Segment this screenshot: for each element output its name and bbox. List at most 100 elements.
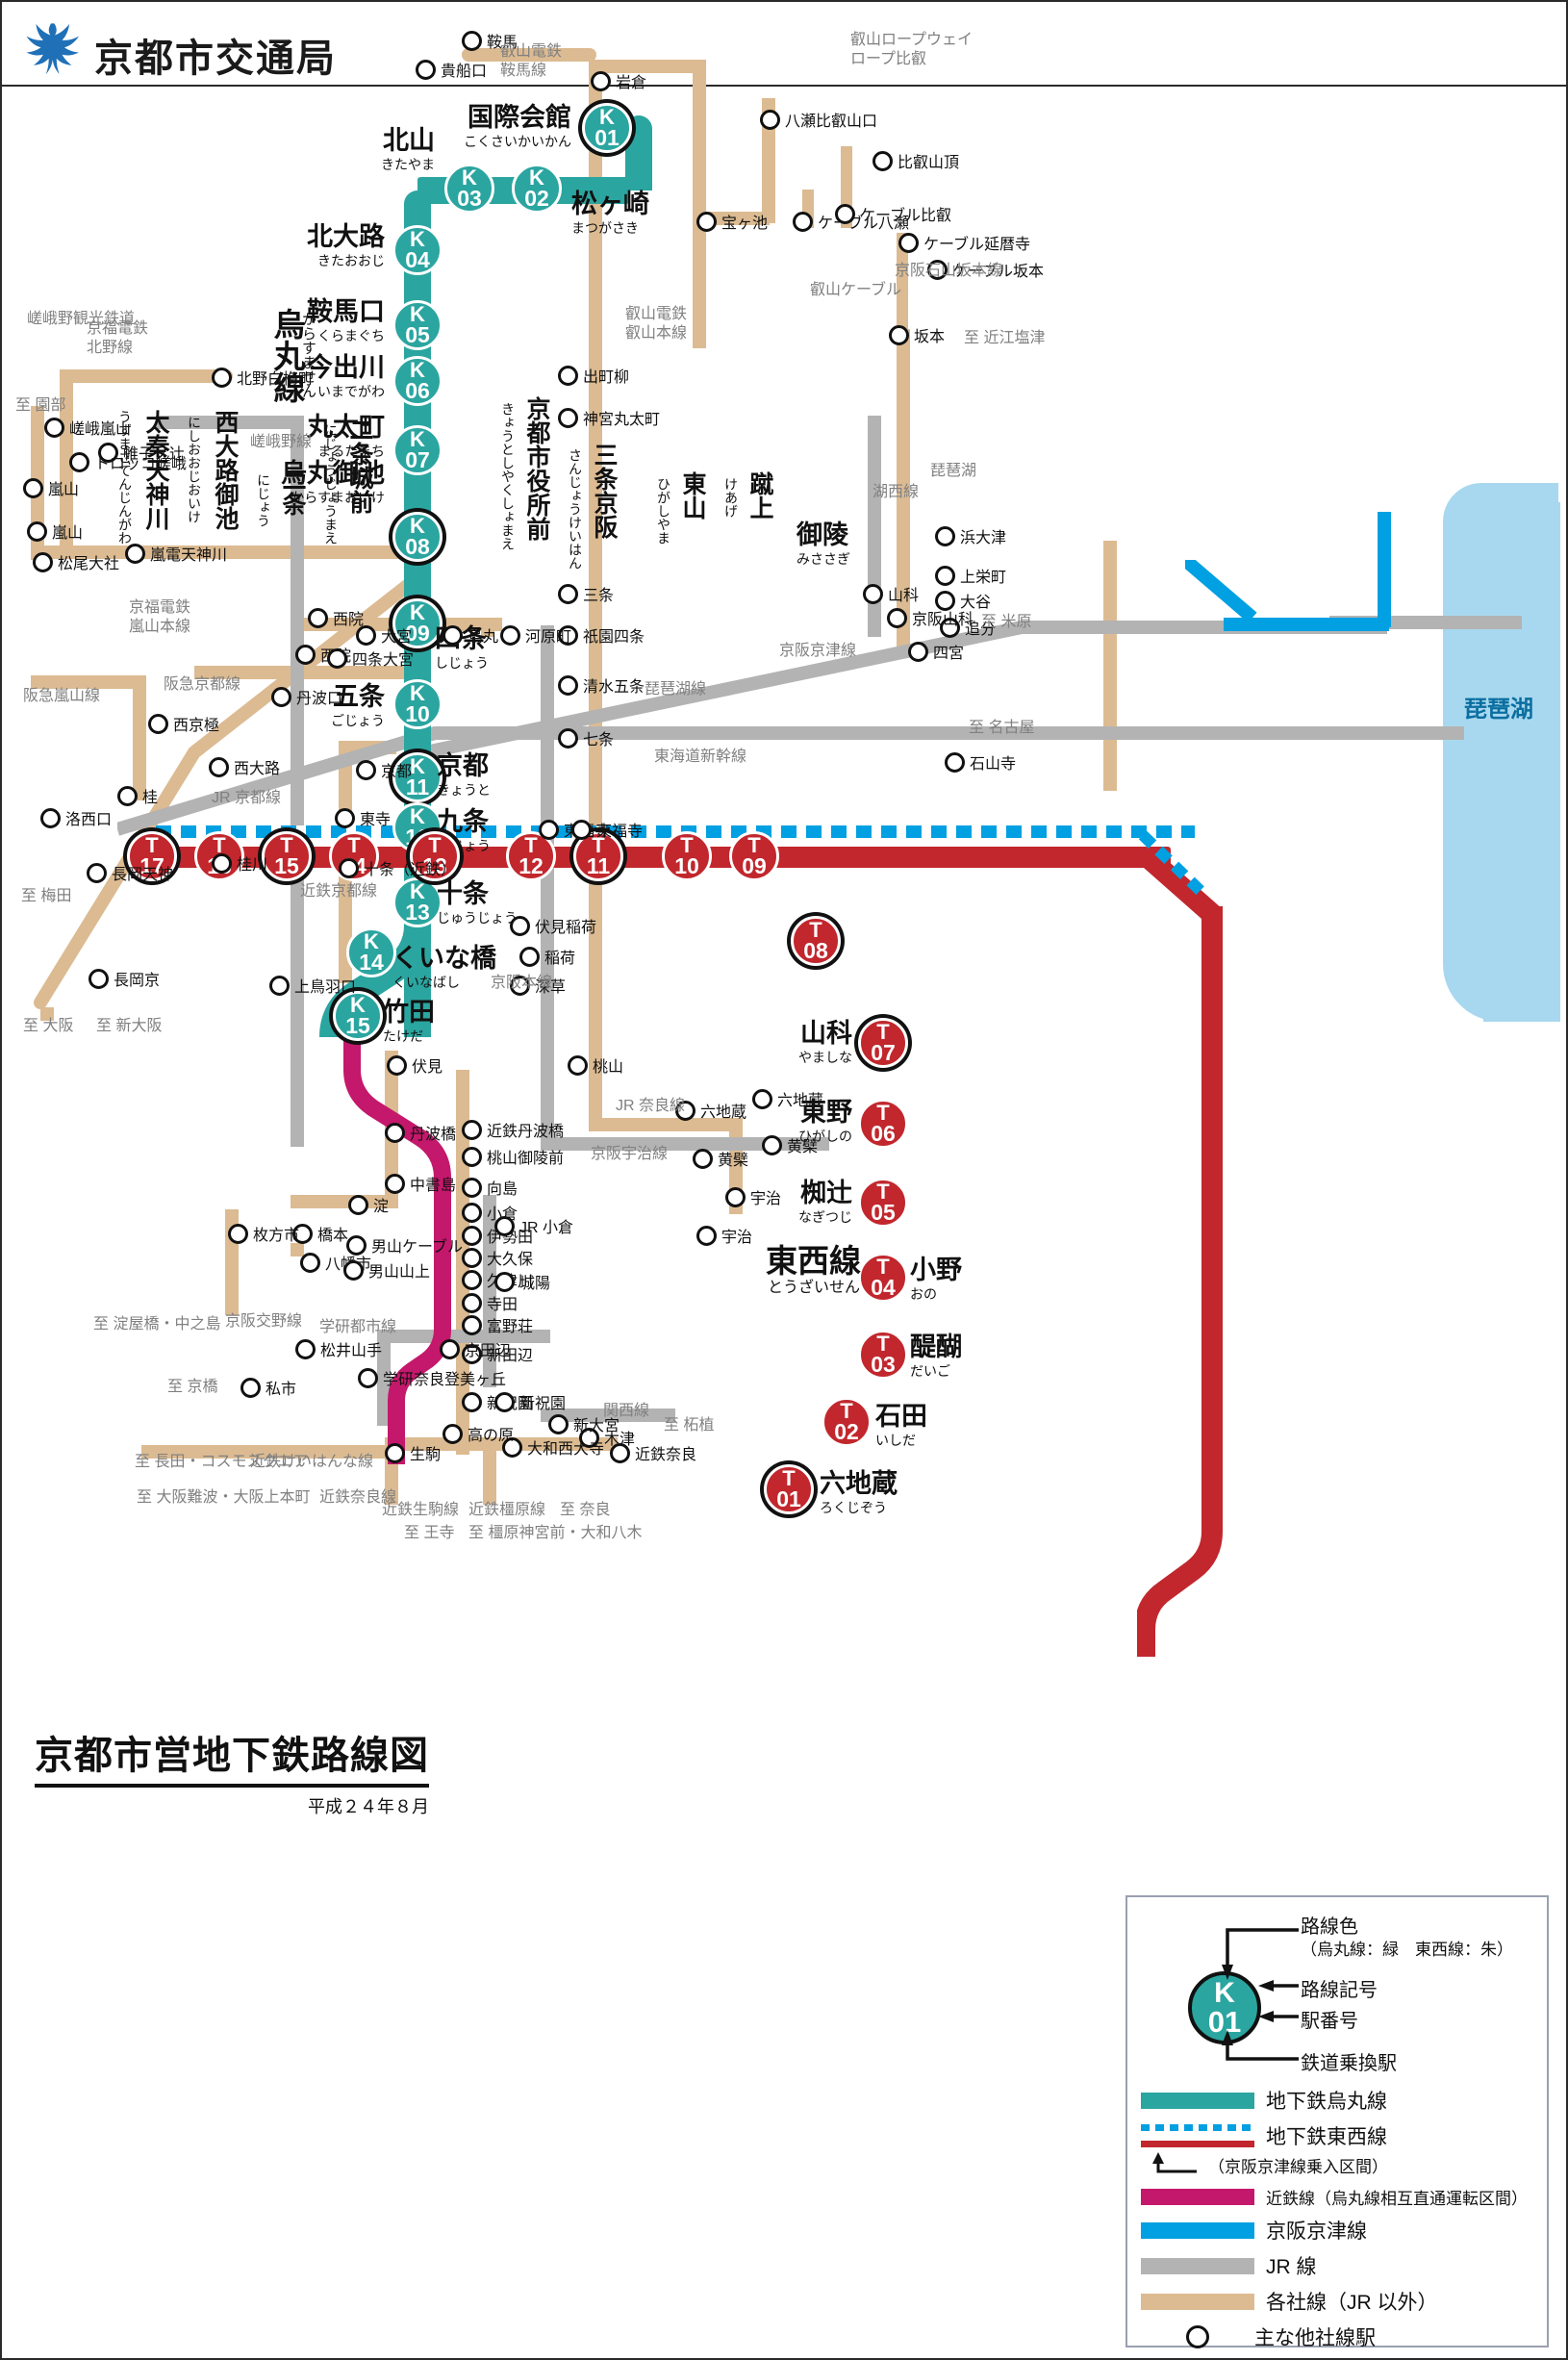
station-marker-T01[interactable]: T 01 bbox=[764, 1464, 814, 1514]
other-company-station-marker[interactable] bbox=[558, 728, 578, 749]
other-company-station-marker[interactable] bbox=[87, 863, 107, 883]
other-company-station-marker[interactable] bbox=[356, 760, 376, 780]
other-company-station-marker[interactable] bbox=[502, 1437, 522, 1458]
other-company-station-marker[interactable] bbox=[125, 544, 145, 564]
station-marker-K04[interactable]: K 04 bbox=[392, 225, 443, 275]
other-company-station-marker[interactable] bbox=[835, 204, 855, 224]
other-company-station-marker[interactable] bbox=[887, 608, 907, 628]
other-company-station-marker[interactable] bbox=[292, 1224, 313, 1244]
other-company-station-marker[interactable] bbox=[462, 1270, 482, 1290]
other-company-station-marker[interactable] bbox=[696, 212, 717, 232]
other-company-station-marker[interactable] bbox=[510, 916, 530, 936]
other-company-station-marker[interactable] bbox=[27, 521, 47, 542]
other-company-station-marker[interactable] bbox=[240, 1378, 261, 1398]
other-company-station-marker[interactable] bbox=[760, 110, 780, 130]
other-company-station-marker[interactable] bbox=[908, 642, 928, 662]
station-marker-T02[interactable]: T 02 bbox=[822, 1397, 872, 1447]
station-marker-T06[interactable]: T 06 bbox=[858, 1099, 908, 1149]
station-marker-T15[interactable]: T 15 bbox=[262, 831, 312, 881]
station-marker-T17[interactable]: T 17 bbox=[127, 831, 177, 881]
other-company-station-marker[interactable] bbox=[863, 584, 883, 604]
other-company-station-marker[interactable] bbox=[462, 1344, 482, 1364]
other-company-station-marker[interactable] bbox=[510, 976, 530, 996]
station-marker-K11[interactable]: K 11 bbox=[392, 752, 443, 802]
other-company-station-marker[interactable] bbox=[945, 752, 965, 773]
other-company-station-marker[interactable] bbox=[889, 325, 909, 345]
other-company-station-marker[interactable] bbox=[558, 366, 578, 386]
other-company-station-marker[interactable] bbox=[494, 1392, 515, 1412]
other-company-station-marker[interactable] bbox=[935, 526, 955, 546]
other-company-station-marker[interactable] bbox=[752, 1089, 772, 1109]
other-company-station-marker[interactable] bbox=[462, 31, 482, 51]
station-marker-T04[interactable]: T 04 bbox=[858, 1253, 908, 1303]
other-company-station-marker[interactable] bbox=[69, 452, 89, 472]
station-marker-K09[interactable]: K 09 bbox=[392, 598, 443, 648]
station-marker-K15[interactable]: K 15 bbox=[333, 991, 383, 1041]
other-company-station-marker[interactable] bbox=[579, 1428, 599, 1448]
station-marker-K03[interactable]: K 03 bbox=[444, 164, 494, 214]
other-company-station-marker[interactable] bbox=[343, 1260, 364, 1281]
other-company-station-marker[interactable] bbox=[539, 820, 559, 840]
other-company-station-marker[interactable] bbox=[693, 1149, 713, 1169]
other-company-station-marker[interactable] bbox=[935, 591, 955, 611]
other-company-station-marker[interactable] bbox=[327, 648, 347, 669]
other-company-station-marker[interactable] bbox=[696, 1226, 717, 1246]
other-company-station-marker[interactable] bbox=[295, 645, 316, 665]
other-company-station-marker[interactable] bbox=[440, 1339, 460, 1359]
other-company-station-marker[interactable] bbox=[98, 443, 118, 463]
other-company-station-marker[interactable] bbox=[462, 1178, 482, 1198]
other-company-station-marker[interactable] bbox=[558, 408, 578, 428]
other-company-station-marker[interactable] bbox=[356, 625, 376, 646]
station-marker-T07[interactable]: T 07 bbox=[858, 1018, 908, 1068]
other-company-station-marker[interactable] bbox=[873, 151, 893, 171]
other-company-station-marker[interactable] bbox=[443, 625, 463, 646]
other-company-station-marker[interactable] bbox=[898, 233, 919, 253]
other-company-station-marker[interactable] bbox=[940, 618, 960, 638]
station-marker-K01[interactable]: K 01 bbox=[582, 103, 632, 153]
other-company-station-marker[interactable] bbox=[44, 418, 64, 438]
station-marker-T05[interactable]: T 05 bbox=[858, 1178, 908, 1228]
other-company-station-marker[interactable] bbox=[558, 675, 578, 696]
other-company-station-marker[interactable] bbox=[558, 584, 578, 604]
other-company-station-marker[interactable] bbox=[308, 608, 328, 628]
station-marker-K05[interactable]: K 05 bbox=[392, 300, 443, 350]
other-company-station-marker[interactable] bbox=[23, 478, 43, 498]
other-company-station-marker[interactable] bbox=[387, 1055, 407, 1076]
other-company-station-marker[interactable] bbox=[591, 71, 611, 91]
other-company-station-marker[interactable] bbox=[500, 625, 520, 646]
other-company-station-marker[interactable] bbox=[385, 1174, 405, 1194]
other-company-station-marker[interactable] bbox=[348, 1195, 368, 1215]
other-company-station-marker[interactable] bbox=[462, 1226, 482, 1246]
station-marker-T10[interactable]: T 10 bbox=[662, 831, 712, 881]
other-company-station-marker[interactable] bbox=[558, 625, 578, 646]
other-company-station-marker[interactable] bbox=[228, 1224, 248, 1244]
station-marker-K02[interactable]: K 02 bbox=[512, 164, 562, 214]
other-company-station-marker[interactable] bbox=[935, 566, 955, 586]
other-company-station-marker[interactable] bbox=[89, 969, 109, 989]
other-company-station-marker[interactable] bbox=[148, 714, 168, 734]
station-marker-K08[interactable]: K 08 bbox=[392, 512, 443, 562]
other-company-station-marker[interactable] bbox=[443, 1424, 463, 1444]
other-company-station-marker[interactable] bbox=[271, 687, 291, 707]
other-company-station-marker[interactable] bbox=[212, 368, 232, 388]
other-company-station-marker[interactable] bbox=[358, 1368, 378, 1388]
station-marker-K07[interactable]: K 07 bbox=[392, 425, 443, 475]
station-marker-T09[interactable]: T 09 bbox=[729, 831, 779, 881]
other-company-station-marker[interactable] bbox=[571, 820, 592, 840]
other-company-station-marker[interactable] bbox=[462, 1315, 482, 1335]
other-company-station-marker[interactable] bbox=[295, 1339, 316, 1359]
other-company-station-marker[interactable] bbox=[462, 1392, 482, 1412]
other-company-station-marker[interactable] bbox=[300, 1253, 320, 1273]
station-marker-T11[interactable]: T 11 bbox=[573, 831, 623, 881]
other-company-station-marker[interactable] bbox=[335, 808, 355, 828]
other-company-station-marker[interactable] bbox=[385, 1123, 405, 1143]
other-company-station-marker[interactable] bbox=[209, 757, 229, 777]
other-company-station-marker[interactable] bbox=[385, 1443, 405, 1463]
other-company-station-marker[interactable] bbox=[927, 260, 948, 280]
other-company-station-marker[interactable] bbox=[610, 1443, 630, 1463]
other-company-station-marker[interactable] bbox=[675, 1101, 695, 1121]
station-marker-K14[interactable]: K 14 bbox=[346, 927, 396, 977]
other-company-station-marker[interactable] bbox=[725, 1187, 746, 1207]
other-company-station-marker[interactable] bbox=[339, 858, 359, 878]
other-company-station-marker[interactable] bbox=[462, 1147, 482, 1167]
